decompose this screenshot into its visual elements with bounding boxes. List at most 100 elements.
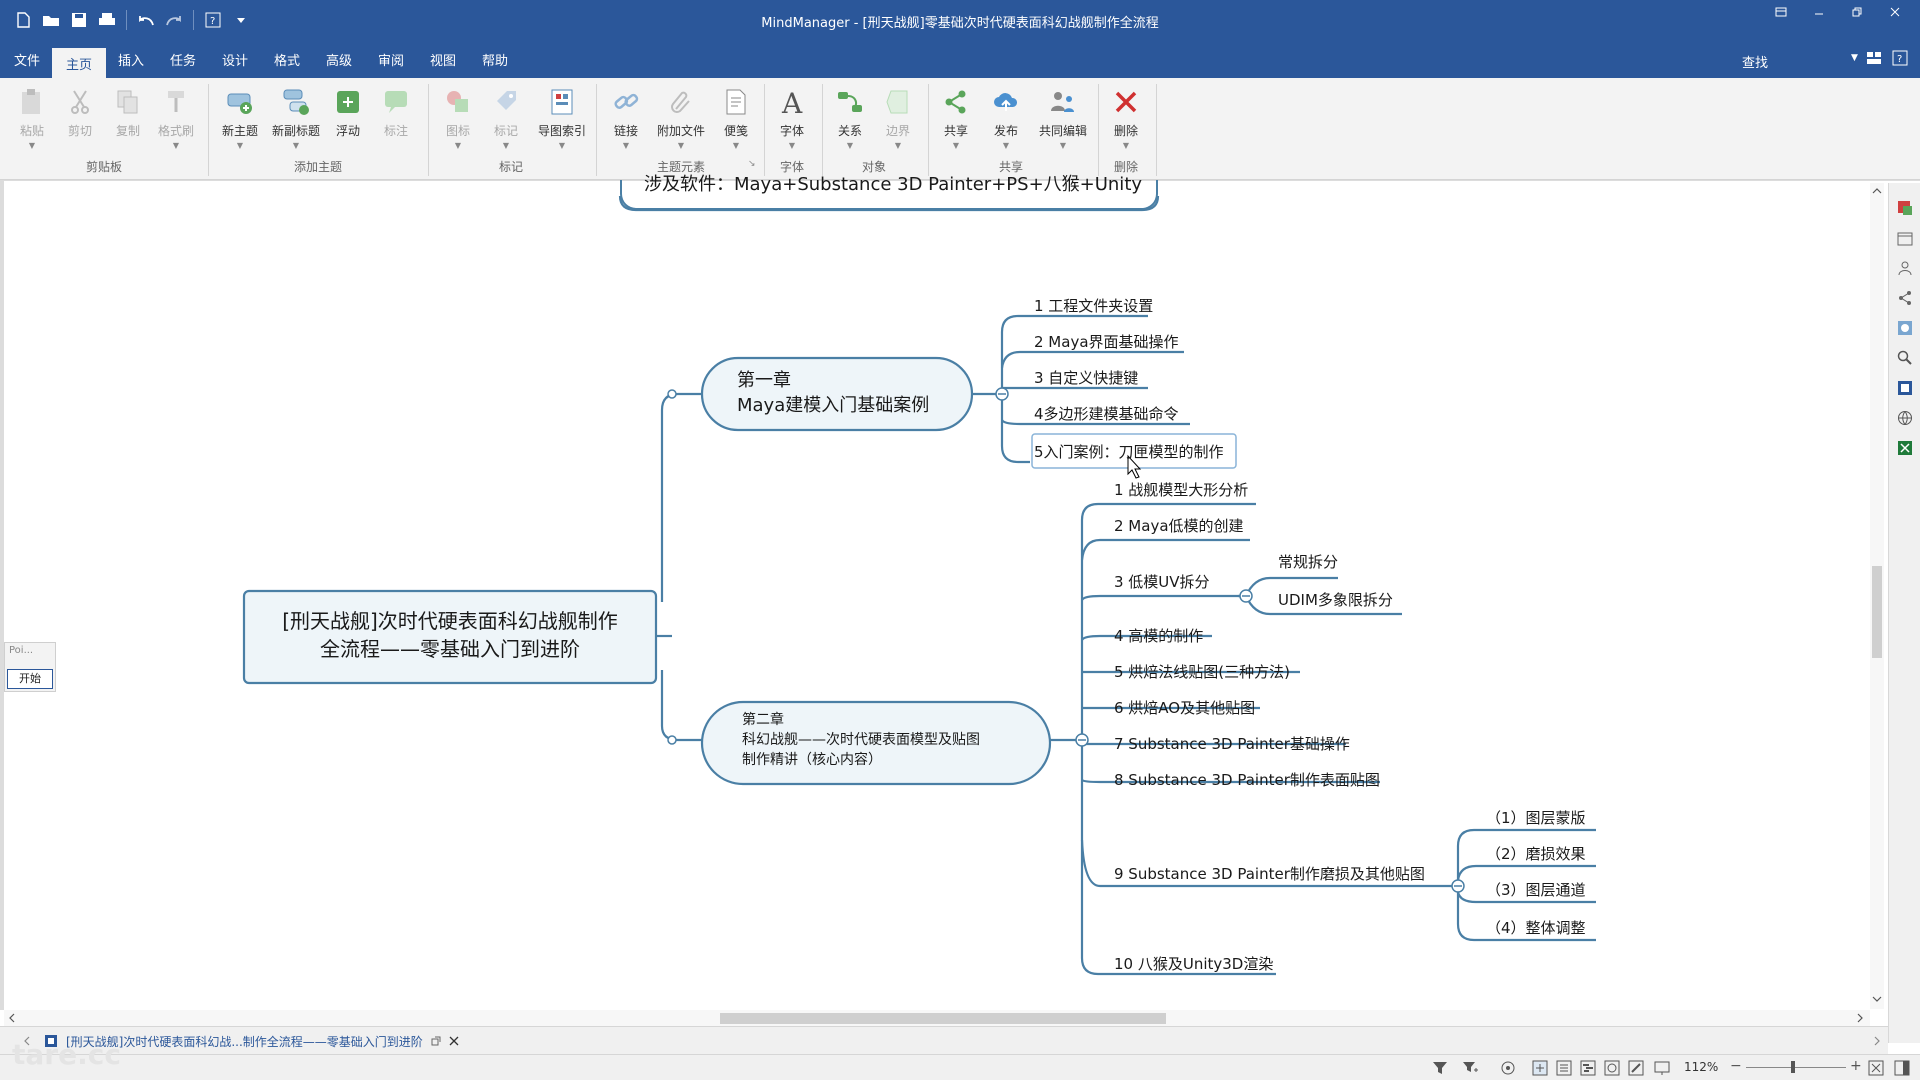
dialog-launcher-icon[interactable]: ↘ <box>748 159 756 169</box>
markers-pane-icon[interactable] <box>1896 199 1914 217</box>
share-pane-icon[interactable] <box>1896 289 1914 307</box>
ch2-item-2[interactable]: 2 Maya低模的创建 <box>1114 517 1244 535</box>
new-subtopic-button[interactable]: 新副标题▼ <box>266 86 326 150</box>
tab-scroll-right-icon[interactable] <box>1870 1034 1884 1048</box>
ribbon-display-icon[interactable] <box>1762 2 1800 22</box>
print-icon[interactable] <box>94 7 120 33</box>
tab-insert[interactable]: 插入 <box>118 54 145 69</box>
schedule-view-icon[interactable] <box>1604 1060 1620 1076</box>
calendar-pane-icon[interactable] <box>1896 229 1914 247</box>
tab-file[interactable]: 文件 <box>14 54 41 69</box>
central-topic-label[interactable]: [刑天战舰]次时代硬表面科幻战舰制作 全流程——零基础入门到进阶 <box>282 609 618 661</box>
tag-button[interactable]: 标记▼ <box>480 86 532 150</box>
note-button[interactable]: 便笺▼ <box>710 86 762 150</box>
sp-item-1[interactable]: （1）图层蒙版 <box>1486 809 1586 827</box>
new-topic-button[interactable]: 新主题▼ <box>214 86 266 150</box>
start-button[interactable]: 开始 <box>7 669 53 689</box>
ch1-item-3[interactable]: 3 自定义快捷键 <box>1034 369 1139 387</box>
chapter1-topic[interactable] <box>700 356 974 432</box>
delete-button[interactable]: 删除▼ <box>1100 86 1152 150</box>
cut-button[interactable]: 剪切 <box>54 86 106 139</box>
filter-icon[interactable] <box>1432 1060 1448 1076</box>
ch1-item-5[interactable]: 5入门案例：刀匣模型的制作 <box>1034 443 1224 461</box>
format-painter-button[interactable]: 格式刷▼ <box>150 86 202 150</box>
central-topic[interactable] <box>242 589 658 685</box>
sp-item-3[interactable]: （3）图层通道 <box>1486 881 1586 899</box>
search-pane-icon[interactable] <box>1896 349 1914 367</box>
outline-view-icon[interactable] <box>1556 1060 1572 1076</box>
help-icon[interactable]: ? <box>200 7 226 33</box>
ch2-item-8[interactable]: 8 Substance 3D Painter制作表面贴图 <box>1114 771 1380 789</box>
boundary-button[interactable]: 边界▼ <box>872 86 924 150</box>
search-dropdown-icon[interactable]: ▼ <box>1851 53 1858 63</box>
tab-scroll-left-icon[interactable] <box>20 1034 34 1048</box>
search-label[interactable]: 查找 <box>1742 56 1769 71</box>
tab-float-icon[interactable] <box>431 1036 441 1046</box>
share-button[interactable]: 共享▼ <box>930 86 982 150</box>
user-pane-icon[interactable] <box>1896 259 1914 277</box>
link-button[interactable]: 链接▼ <box>600 86 652 150</box>
library-pane-icon[interactable] <box>1896 319 1914 337</box>
tab-review[interactable]: 审阅 <box>378 54 405 69</box>
ch1-item-2[interactable]: 2 Maya界面基础操作 <box>1034 333 1179 351</box>
uv-item-1[interactable]: 常规拆分 <box>1278 553 1339 571</box>
zoom-out-icon[interactable]: − <box>1730 1058 1742 1074</box>
horizontal-scrollbar[interactable] <box>4 1010 1870 1026</box>
close-icon[interactable] <box>1876 2 1914 22</box>
uv-item-2[interactable]: UDIM多象限拆分 <box>1278 591 1393 609</box>
horizontal-scroll-thumb[interactable] <box>720 1013 1166 1024</box>
ch2-item-5[interactable]: 5 烘焙法线贴图(三种方法) <box>1114 663 1291 681</box>
help-menu-icon[interactable]: ? <box>1892 50 1908 66</box>
tab-task[interactable]: 任务 <box>170 54 197 69</box>
filter-options-icon[interactable] <box>1462 1060 1478 1076</box>
globe-pane-icon[interactable] <box>1896 409 1914 427</box>
sp-item-4[interactable]: （4）整体调整 <box>1486 919 1586 937</box>
focus-icon[interactable] <box>1500 1060 1516 1076</box>
scroll-right-icon[interactable] <box>1854 1011 1866 1025</box>
zoom-slider[interactable] <box>1746 1067 1846 1068</box>
scroll-left-icon[interactable] <box>6 1011 18 1025</box>
paste-button[interactable]: 粘贴▼ <box>6 86 58 150</box>
browser-pane-icon[interactable] <box>1896 379 1914 397</box>
gantt-view-icon[interactable] <box>1580 1060 1596 1076</box>
relationship-button[interactable]: 关系▼ <box>824 86 876 150</box>
link-map-icon[interactable] <box>1628 1060 1644 1076</box>
ch2-item-4[interactable]: 4 高模的制作 <box>1114 627 1204 645</box>
ch1-item-1[interactable]: 1 工程文件夹设置 <box>1034 297 1154 315</box>
co-edit-button[interactable]: 共同编辑▼ <box>1034 86 1092 150</box>
tab-home[interactable]: 主页 <box>52 48 107 78</box>
map-index-button[interactable]: 导图索引▼ <box>534 86 590 150</box>
tab-help[interactable]: 帮助 <box>482 54 509 69</box>
excel-pane-icon[interactable] <box>1896 439 1914 457</box>
scroll-down-icon[interactable] <box>1870 993 1884 1005</box>
chapter2-topic[interactable] <box>700 700 1052 786</box>
expand-handle[interactable] <box>667 389 677 399</box>
restore-icon[interactable] <box>1838 2 1876 22</box>
ch2-item-6[interactable]: 6 烘焙AO及其他贴图 <box>1114 699 1256 717</box>
tab-design[interactable]: 设计 <box>222 54 249 69</box>
document-tab[interactable]: [刑天战舰]次时代硬表面科幻战...制作全流程——零基础入门到进阶 <box>44 1030 459 1052</box>
task-pane-toggle-icon[interactable] <box>1894 1060 1910 1076</box>
map-view-icon[interactable] <box>1532 1060 1548 1076</box>
attach-file-button[interactable]: 附加文件▼ <box>652 86 710 150</box>
open-folder-icon[interactable] <box>38 7 64 33</box>
sp-item-2[interactable]: （2）磨损效果 <box>1486 845 1586 863</box>
undo-icon[interactable] <box>133 7 159 33</box>
icon-marker-button[interactable]: 图标▼ <box>432 86 484 150</box>
tab-advanced[interactable]: 高级 <box>326 54 353 69</box>
tab-close-icon[interactable] <box>449 1036 459 1046</box>
ch2-item-1[interactable]: 1 战舰模型大形分析 <box>1114 481 1249 499</box>
ch2-item-7[interactable]: 7 Substance 3D Painter基础操作 <box>1114 735 1350 753</box>
redo-icon[interactable] <box>161 7 187 33</box>
customize-toolbar-icon[interactable] <box>228 7 254 33</box>
presentation-view-icon[interactable] <box>1654 1060 1670 1076</box>
zoom-level[interactable]: 112% <box>1684 1060 1719 1074</box>
expand-handle[interactable] <box>667 735 677 745</box>
ch2-item-9[interactable]: 9 Substance 3D Painter制作磨损及其他贴图 <box>1114 865 1425 883</box>
minimize-icon[interactable] <box>1800 2 1838 22</box>
floating-topic-button[interactable]: 浮动 <box>322 86 374 139</box>
ch1-item-4[interactable]: 4多边形建模基础命令 <box>1034 405 1179 423</box>
callout-button[interactable]: 标注 <box>370 86 422 139</box>
publish-button[interactable]: 发布▼ <box>980 86 1032 150</box>
